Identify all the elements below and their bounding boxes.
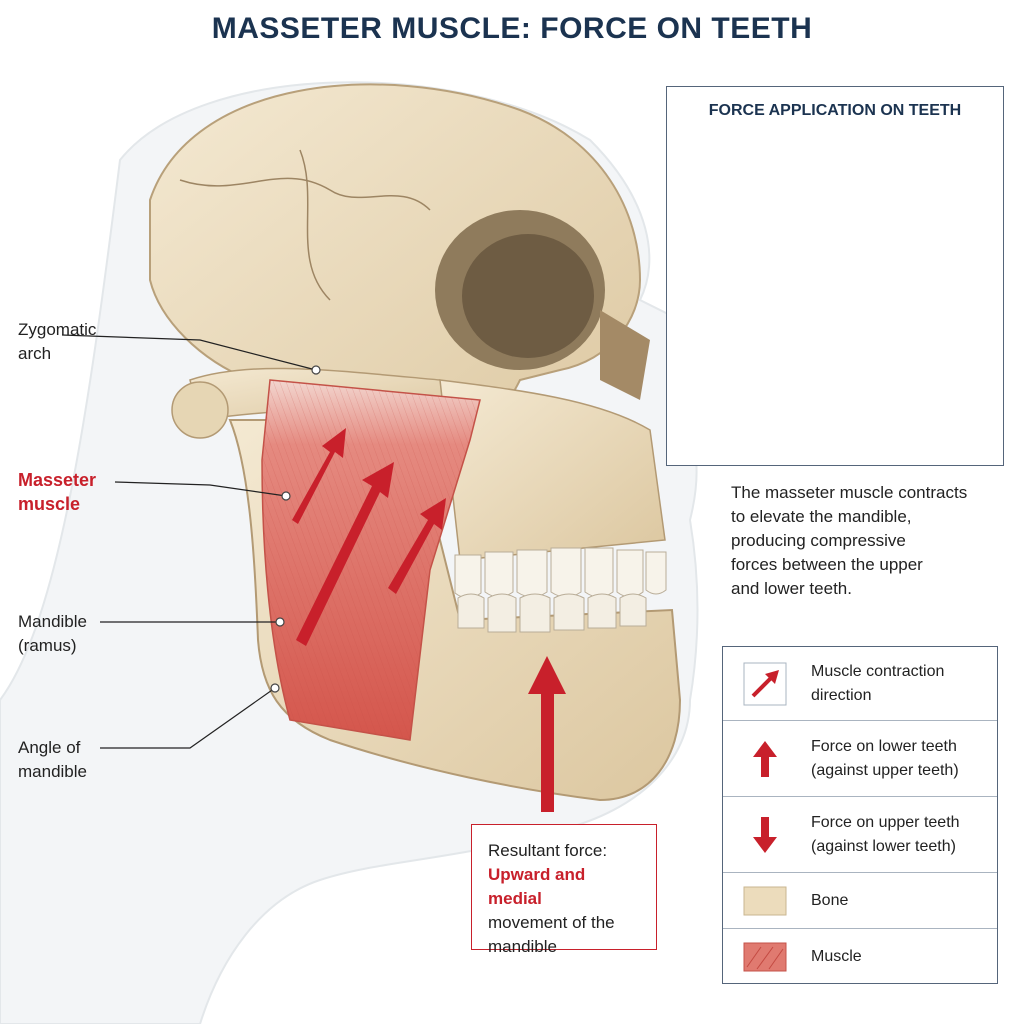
upper-teeth-skull [454,547,667,599]
legend-item: Bone [723,873,997,929]
legend-item: Force on upper teeth (against lower teet… [723,797,997,873]
resultant-force-arrow [528,656,566,812]
leader-dot [311,365,321,375]
inset-title: FORCE APPLICATION ON TEETH [708,102,962,119]
legend-line: (against lower teeth) [811,838,956,855]
leader-lines [61,334,317,749]
description-line: and lower teeth. [731,579,852,598]
legend-line: direction [811,687,872,704]
legend-line: Muscle [811,948,862,965]
description-line: to elevate the mandible, [731,507,912,526]
legend-label: Muscle contraction direction [811,660,944,708]
legend-item: Muscle contraction direction [723,647,997,721]
masseter-muscle [261,379,481,741]
muscle-swatch-icon [743,942,787,972]
resultant-line: Resultant force: [488,841,608,860]
legend-line: (against upper teeth) [811,762,959,779]
leader-dot [270,683,280,693]
label-zygomatic-arch: Zygomatic arch [18,318,96,366]
label-line: Angle of [18,738,81,757]
label-line: muscle [18,494,81,514]
label-line: arch [18,344,52,363]
resultant-force-box: Resultant force: Upward and medial movem… [471,824,657,956]
cranial-suture [179,177,431,211]
legend-label: Muscle [811,945,862,969]
muscle-contraction-arrows [292,428,446,646]
legend-label: Force on upper teeth (against lower teet… [811,811,960,859]
resultant-highlight: Upward and medial [488,865,586,908]
nasal-cavity [600,310,650,400]
resultant-line: mandible [488,937,557,956]
legend-line: Force on upper teeth [811,814,960,831]
cranial-suture [299,149,331,301]
maxilla [439,379,666,561]
down-arrow-icon [753,817,777,853]
leader-dot [275,617,285,627]
label-line: mandible [18,762,87,781]
up-arrow-icon [753,741,777,777]
diagonal-arrow-icon [743,662,787,706]
label-masseter-muscle: Masseter muscle [18,468,96,516]
legend: Muscle contraction direction Force on lo… [722,646,998,984]
description-text: The masseter muscle contracts to elevate… [731,481,1011,601]
label-angle-of-mandible: Angle of mandible [18,736,87,784]
description-line: forces between the upper [731,555,923,574]
legend-label: Force on lower teeth (against upper teet… [811,735,959,783]
label-line: (ramus) [18,636,77,655]
legend-line: Force on lower teeth [811,738,957,755]
inset-panel: FORCE APPLICATION ON TEETH [666,86,1004,466]
legend-item: Muscle [723,929,997,985]
legend-label: Bone [811,889,848,913]
description-line: producing compressive [731,531,906,550]
resultant-line: movement of the [488,913,615,932]
legend-line: Muscle contraction [811,663,945,680]
description-line: The masseter muscle contracts [731,483,968,502]
bone-swatch-icon [743,886,787,916]
legend-item: Force on lower teeth (against upper teet… [723,721,997,797]
legend-line: Bone [811,892,849,909]
label-mandible-ramus: Mandible (ramus) [18,610,87,658]
lower-teeth-skull [457,593,647,633]
label-line: Mandible [18,612,87,631]
page-title: MASSETER MUSCLE: FORCE ON TEETH [211,12,813,45]
label-line: Zygomatic [18,320,97,339]
label-line: Masseter [18,470,97,490]
leader-dot [281,491,291,501]
